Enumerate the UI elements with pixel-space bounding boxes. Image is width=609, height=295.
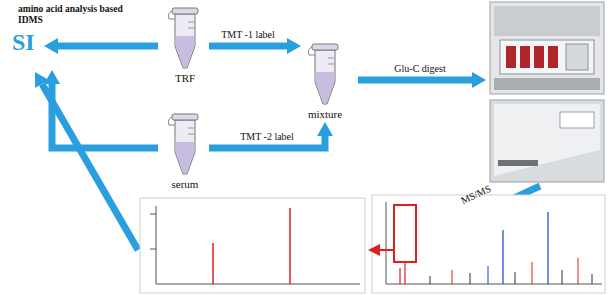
tube-label: serum bbox=[172, 178, 199, 190]
sample-tube: serum bbox=[163, 112, 207, 190]
arrow-to-si bbox=[42, 84, 138, 250]
step-label: TMT -2 label bbox=[239, 131, 295, 142]
step-label: TMT -1 label bbox=[220, 29, 276, 40]
step-label: MS/MS bbox=[459, 182, 492, 205]
isotope-spectrum bbox=[140, 198, 365, 293]
tube-label: TRF bbox=[175, 72, 195, 84]
tube-picture bbox=[165, 6, 205, 72]
label-arrow bbox=[209, 43, 287, 50]
sample-tube: mixture bbox=[303, 42, 347, 120]
autosampler-picture bbox=[490, 2, 604, 94]
method-note: amino acid analysis based IDMS bbox=[18, 4, 140, 27]
tube-picture bbox=[305, 42, 345, 108]
step-label: Glu-C digest bbox=[394, 63, 445, 74]
digest-arrow bbox=[358, 77, 472, 84]
tube-picture bbox=[165, 112, 205, 178]
sample-tube: TRF bbox=[163, 6, 207, 84]
arrow-to-si bbox=[58, 43, 158, 50]
msms-spectrum bbox=[368, 195, 605, 293]
result-symbol: SI bbox=[12, 30, 35, 54]
mass-spectrometer-picture bbox=[490, 100, 604, 182]
arrow-to-si bbox=[52, 84, 158, 148]
tube-label: mixture bbox=[308, 108, 342, 120]
